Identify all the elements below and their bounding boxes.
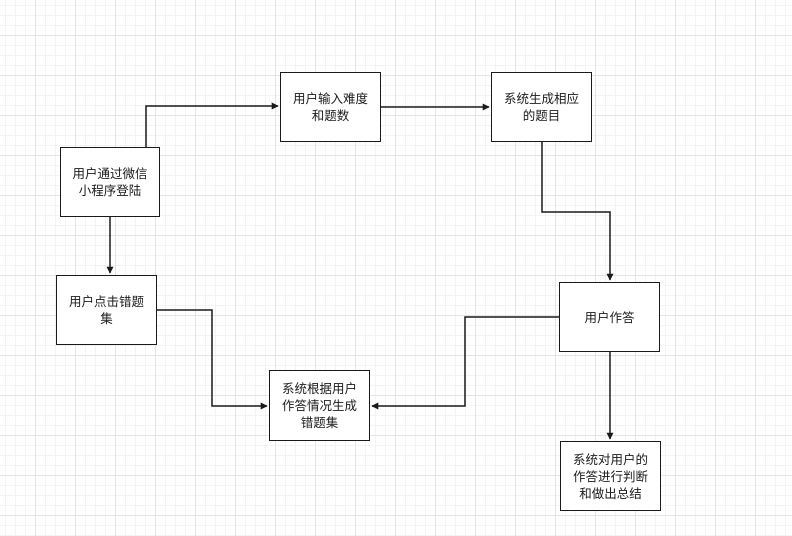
- edge-click-to-wrong: [157, 309, 268, 410]
- node-label: 用户点击错题集: [68, 294, 144, 326]
- edge-login-to-input: [145, 102, 279, 147]
- edge-answer-to-wrong: [371, 316, 559, 410]
- node-label: 系统对用户的作答进行判断和做出总结: [572, 451, 648, 501]
- node-label: 用户通过微信小程序登陆: [72, 166, 148, 198]
- node-label: 用户输入难度和题数: [292, 91, 368, 123]
- node-generate-wrong-set[interactable]: 系统根据用户作答情况生成错题集: [269, 370, 370, 441]
- node-label: 系统生成相应的题目: [503, 91, 579, 123]
- node-label: 系统根据用户作答情况生成错题集: [281, 381, 357, 430]
- node-judge-summary[interactable]: 系统对用户的作答进行判断和做出总结: [560, 441, 661, 511]
- node-generate-questions[interactable]: 系统生成相应的题目: [491, 72, 592, 142]
- edge-gen-to-answer: [541, 142, 614, 281]
- node-user-login[interactable]: 用户通过微信小程序登陆: [60, 147, 160, 217]
- node-label: 用户作答: [584, 309, 635, 325]
- node-click-wrong-set[interactable]: 用户点击错题集: [56, 275, 157, 345]
- node-input-difficulty[interactable]: 用户输入难度和题数: [280, 72, 381, 142]
- node-user-answer[interactable]: 用户作答: [559, 282, 660, 352]
